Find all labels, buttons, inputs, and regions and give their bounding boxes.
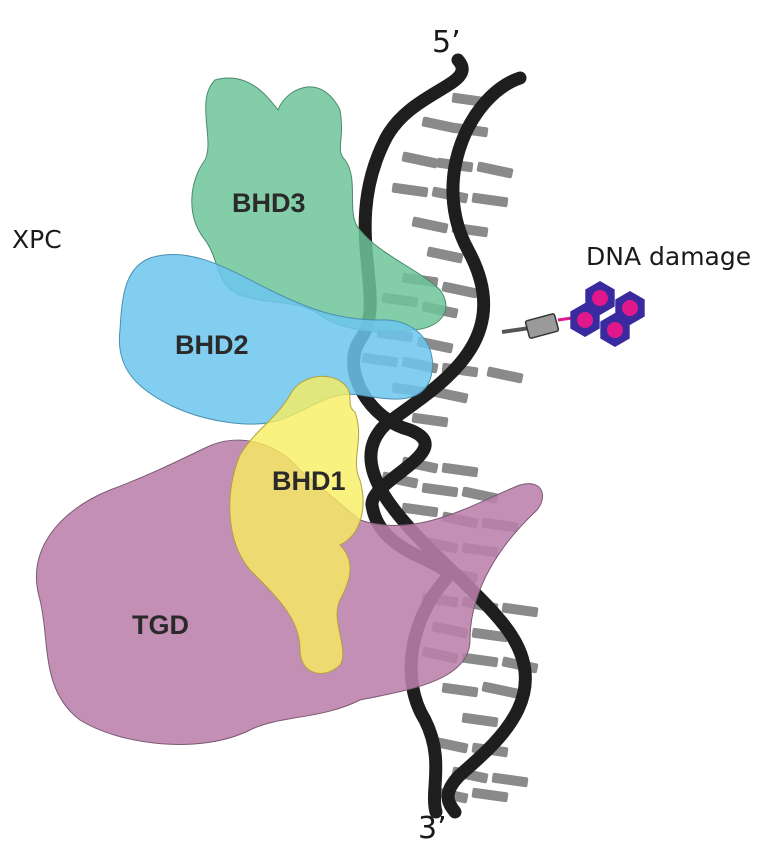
bhd3-label: BHD3 [232, 188, 306, 218]
lesion-ring-center [577, 312, 593, 328]
base-pair-rung [411, 412, 449, 428]
base-pair-rung [461, 652, 499, 668]
base-pair-rung [471, 192, 509, 208]
bhd1-label: BHD1 [272, 466, 346, 496]
lesion-ring-center [622, 300, 638, 316]
base-pair-rung [441, 682, 479, 698]
bhd2-label: BHD2 [175, 330, 249, 360]
base-pair-rung [441, 462, 479, 478]
bhd1-domain-shape [229, 375, 364, 674]
base-pair-rung [461, 712, 499, 728]
base-pair-rung [391, 182, 429, 198]
base-pair-rung [426, 246, 464, 264]
three-prime-label: 3’ [418, 811, 447, 846]
base-pair-rung [486, 366, 524, 384]
xpc-label: XPC [12, 225, 62, 254]
base-pair-rung [476, 161, 514, 179]
bhd3-domain-shape [191, 77, 447, 333]
dna-damage-lesion [501, 281, 645, 347]
base-pair-rung [471, 787, 509, 803]
base-pair-rung [421, 116, 459, 134]
base-pair-rung [411, 216, 449, 234]
base-pair-rung [401, 502, 439, 518]
five-prime-label: 5’ [432, 25, 461, 60]
base-pair-rung [491, 772, 529, 788]
base-pair-rung [421, 482, 459, 498]
lesion-ring-center [592, 290, 608, 306]
base-pair-rung [431, 736, 469, 754]
bhd2-domain-shape [118, 253, 434, 425]
tgd-label: TGD [132, 610, 189, 640]
base-pair-rung [501, 602, 539, 618]
lesion-ring-center [607, 322, 623, 338]
base-pair-rung [441, 281, 479, 299]
base-pair-rung [481, 681, 519, 699]
base-pair-rung [471, 627, 509, 643]
dna-damage-label: DNA damage [586, 242, 751, 271]
base-pair-rung [401, 151, 439, 169]
dna-strand-back [364, 71, 532, 819]
